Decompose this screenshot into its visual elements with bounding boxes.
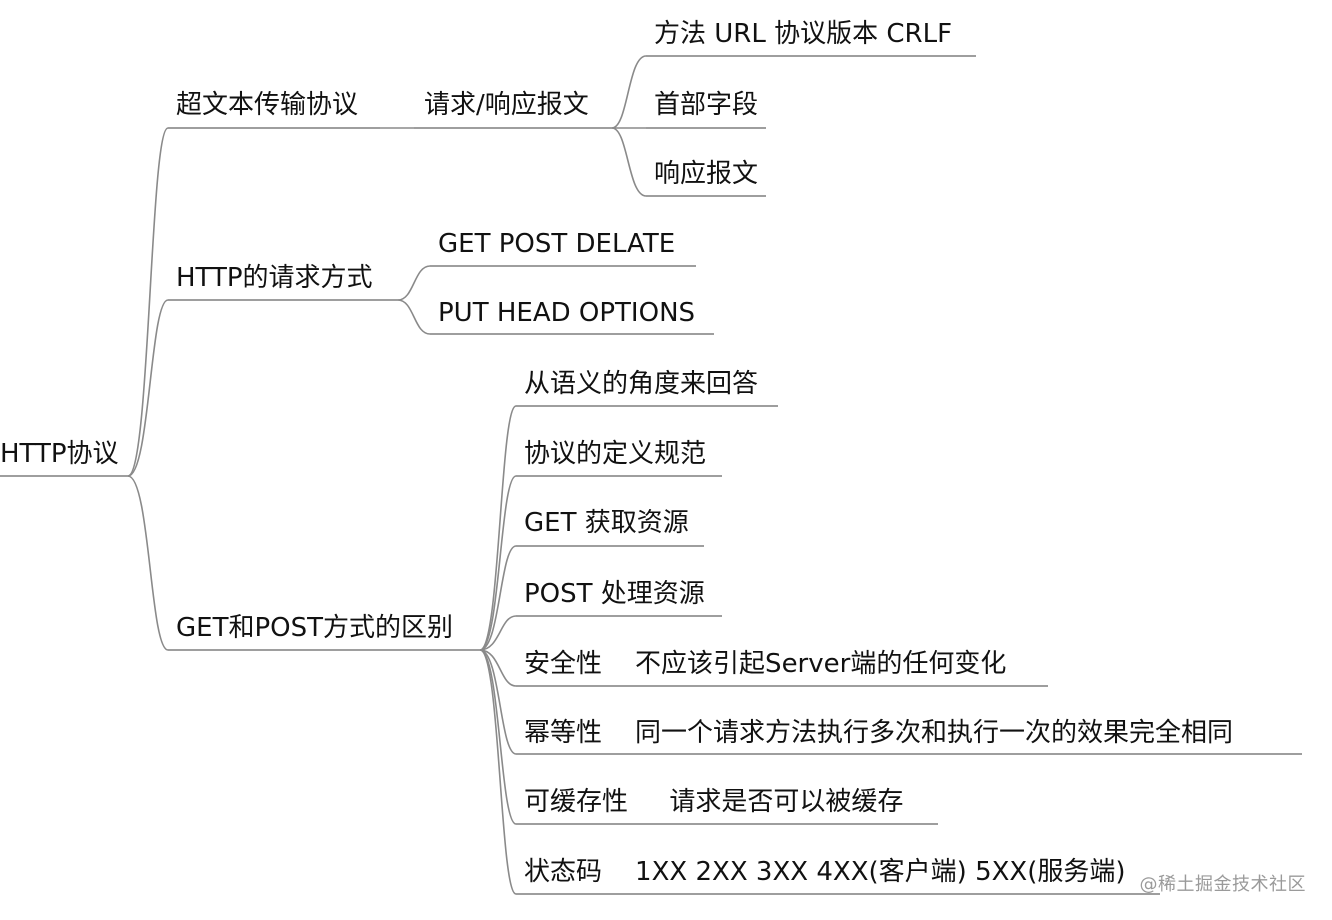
branch-3-leaf-6-label: 幂等性 同一个请求方法执行多次和执行一次的效果完全相同 [524,718,1233,748]
edge-branch-1-leaf-1 [611,55,647,129]
branch-3-leaf-5-label: 安全性 不应该引起Server端的任何变化 [524,649,1006,679]
branch-2-leaf-2-label: PUT HEAD OPTIONS [438,298,695,328]
edge-root-branch-3 [127,475,169,651]
root-node-label: HTTP协议 [0,439,119,469]
edge-branch-3-leaf-3 [479,545,517,651]
edge-branch-2-leaf-1 [397,265,431,301]
edge-branch-3-leaf-1 [479,405,517,651]
branch-3-leaf-3-label: GET 获取资源 [524,508,689,538]
edge-root-branch-2 [127,299,169,477]
branch-2-label: HTTP的请求方式 [176,263,373,293]
edge-root-branch-1 [127,127,169,477]
branch-3-leaf-1-label: 从语义的角度来回答 [524,369,758,399]
edge-branch-3-leaf-6 [479,649,517,755]
branch-3-leaf-8-label: 状态码 1XX 2XX 3XX 4XX(客户端) 5XX(服务端) [524,857,1126,887]
branch-3-leaf-7-label: 可缓存性 请求是否可以被缓存 [524,787,903,817]
edge-branch-3-leaf-5 [479,649,517,687]
edge-branch-3-leaf-4 [479,615,517,651]
edge-branch-3-leaf-7 [479,649,517,825]
branch-3-label: GET和POST方式的区别 [176,613,453,643]
branch-1-label: 超文本传输协议 [176,90,358,120]
edge-branch-1-leaf-3 [611,127,647,197]
branch-1-child-label: 请求/响应报文 [424,90,589,120]
watermark-text: @稀土掘金技术社区 [1139,874,1306,895]
edge-branch-3-leaf-2 [479,475,517,651]
edge-branch-3-leaf-8 [479,649,517,895]
branch-1-leaf-1-label: 方法 URL 协议版本 CRLF [654,19,952,49]
branch-3-leaf-4-label: POST 处理资源 [524,579,705,609]
branch-3-leaf-2-label: 协议的定义规范 [524,439,706,469]
branch-1-leaf-2-label: 首部字段 [654,90,758,120]
edge-branch-2-leaf-2 [397,299,431,335]
branch-1-leaf-3-label: 响应报文 [654,159,758,189]
branch-2-leaf-1-label: GET POST DELATE [438,229,675,259]
